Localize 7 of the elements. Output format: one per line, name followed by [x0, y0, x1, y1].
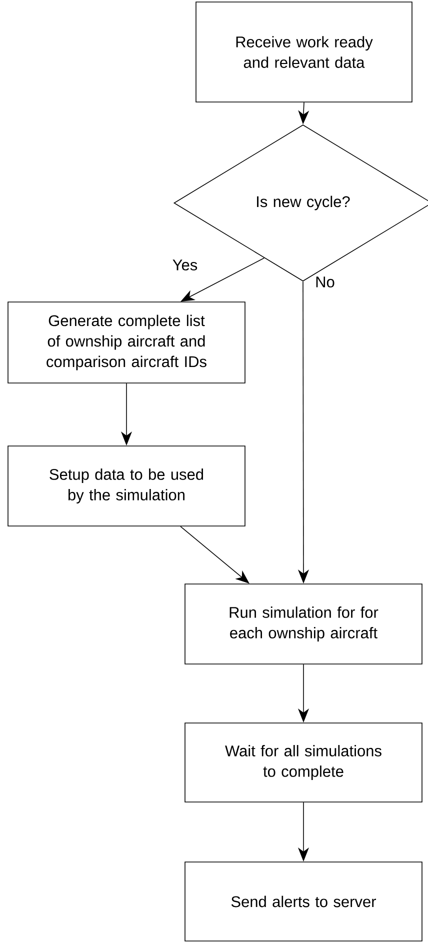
process-box: Receive work ready and relevant data	[196, 2, 412, 102]
edge-label: Yes	[171, 258, 199, 272]
process-box: Send alerts to server	[184, 862, 422, 942]
process-box: Wait for all simulations to complete	[184, 722, 422, 802]
process-box: Generate complete list of ownship aircraft and comparison aircraft IDs	[8, 302, 246, 384]
process-box: Run simulation for for each ownship aircraft	[184, 584, 422, 664]
process-box: Setup data to be used by the simulation	[8, 446, 246, 526]
